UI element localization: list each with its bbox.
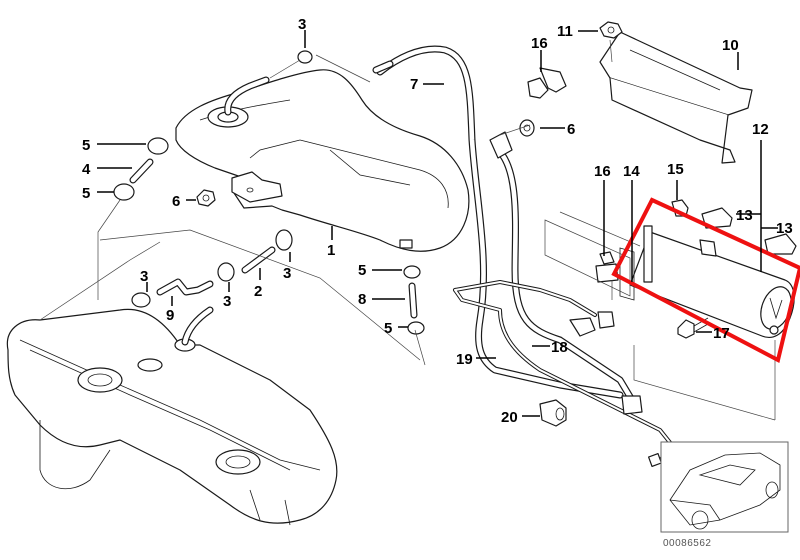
highlight-box [611,197,800,363]
clip-part-20 [539,399,567,427]
clamps-part-3 [131,229,293,308]
vehicle-inset [660,441,789,533]
callout-5-upper-left: 5 [82,137,90,154]
callout-20: 20 [501,409,518,426]
clamp-part-5-top [147,137,169,155]
callout-3-middle: 3 [223,293,231,310]
callout-1: 1 [327,242,335,259]
vent-hose-part-7 [376,45,624,399]
pipe-part-19 [453,280,674,468]
callout-14: 14 [623,163,640,180]
callout-13-upper: 13 [736,207,753,224]
hose-part-8 [403,265,425,335]
callout-13-lower: 13 [776,220,793,237]
callout-6-left: 6 [172,193,180,210]
callout-9: 9 [166,307,174,324]
connector-part-9 [156,278,214,296]
pads-part-13 [701,207,797,255]
callout-6-right: 6 [567,121,575,138]
callout-8: 8 [358,291,366,308]
nut-part-11 [599,21,623,39]
callout-5-lower-left: 5 [82,185,90,202]
nut-part-6-left [196,189,216,207]
callout-12: 12 [752,121,769,138]
fuel-tank [6,306,338,526]
callout-17: 17 [713,325,730,342]
callout-16-upper: 16 [531,35,548,52]
callout-3-right: 3 [283,265,291,282]
callout-3-top: 3 [298,16,306,33]
clamp-part-5-bottom [113,183,135,201]
clamp-part-3-top [297,50,313,64]
callout-5-upper-right: 5 [358,262,366,279]
hose-part-small-top [372,60,394,74]
diagram-part-number: 00086562 [663,538,712,549]
callout-11: 11 [557,23,573,40]
hose-part-18 [489,131,636,404]
callout-16-lower: 16 [594,163,611,180]
callout-18: 18 [551,339,568,356]
assembly-lines [39,39,776,421]
callout-19: 19 [456,351,473,368]
callout-5-lower-right: 5 [384,320,392,337]
carbon-canister-part-14 [619,225,795,339]
callout-labels: 3 5 4 5 6 1 3 2 3 9 3 5 8 5 7 11 16 10 6… [82,16,793,426]
callout-3-left: 3 [140,268,148,285]
hose-part-2 [241,246,276,274]
callout-15: 15 [667,161,684,178]
clip-part-16-lower [595,251,619,283]
leader-lines [97,30,778,417]
callout-7: 7 [410,76,418,93]
tank-shield-part-1 [175,69,470,252]
cover-part-10 [599,31,753,164]
callout-10: 10 [722,37,739,54]
callout-4: 4 [82,161,91,178]
hose-part-4 [129,158,154,184]
callout-2: 2 [254,283,262,300]
bolt-part-17 [677,317,709,339]
clip-part-16-upper [527,67,567,99]
